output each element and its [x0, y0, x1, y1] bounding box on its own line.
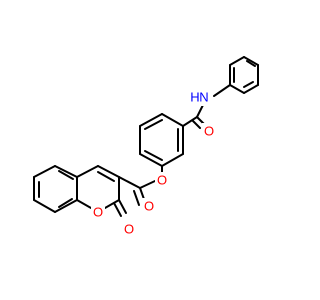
bond	[118, 176, 141, 189]
bond	[229, 84, 245, 94]
lactone-oxygen-label: O	[124, 221, 134, 236]
atom-label-background	[142, 198, 156, 216]
bond	[161, 153, 184, 167]
bond	[144, 150, 163, 161]
bond	[139, 180, 156, 189]
ester-oxygen-label: O	[157, 172, 167, 187]
bond	[97, 171, 115, 182]
molecule-canvas: N H O O O O O	[33, 56, 259, 239]
molecule-structure: N H O O O O O	[33, 56, 259, 239]
atom-label-layer: N H O O O O O	[91, 88, 216, 239]
bond	[243, 56, 259, 66]
nitrogen-label: N	[199, 89, 208, 104]
bond	[182, 116, 198, 127]
bond	[118, 199, 127, 214]
bond	[243, 84, 259, 94]
hydrogen-label: H	[190, 89, 199, 104]
amide-oxygen-label: O	[204, 123, 214, 138]
bond	[54, 199, 78, 213]
bond	[33, 199, 56, 213]
bond	[58, 198, 73, 208]
bond	[33, 165, 56, 178]
bond	[144, 119, 163, 130]
bond	[113, 202, 122, 217]
bond	[139, 153, 163, 167]
bond	[97, 165, 120, 178]
atom-label-background	[91, 204, 105, 222]
atom-label-background	[122, 221, 136, 239]
bond	[104, 199, 120, 209]
bond	[229, 56, 245, 66]
atom-label-background	[190, 88, 200, 106]
bond	[139, 113, 163, 127]
bond	[192, 120, 201, 129]
bond	[58, 170, 74, 180]
bond	[76, 165, 99, 178]
bond	[246, 60, 256, 67]
bond	[213, 84, 231, 97]
bond	[161, 113, 184, 127]
ring-oxygen-label: O	[93, 204, 103, 219]
bond	[243, 81, 254, 88]
bond	[54, 165, 78, 178]
carbonyl-oxygen-label: O	[144, 198, 154, 213]
bond	[133, 190, 140, 206]
atom-label-background	[202, 123, 216, 141]
bond	[76, 199, 92, 209]
bond-layer	[33, 56, 259, 217]
atom-label-background	[155, 172, 169, 190]
